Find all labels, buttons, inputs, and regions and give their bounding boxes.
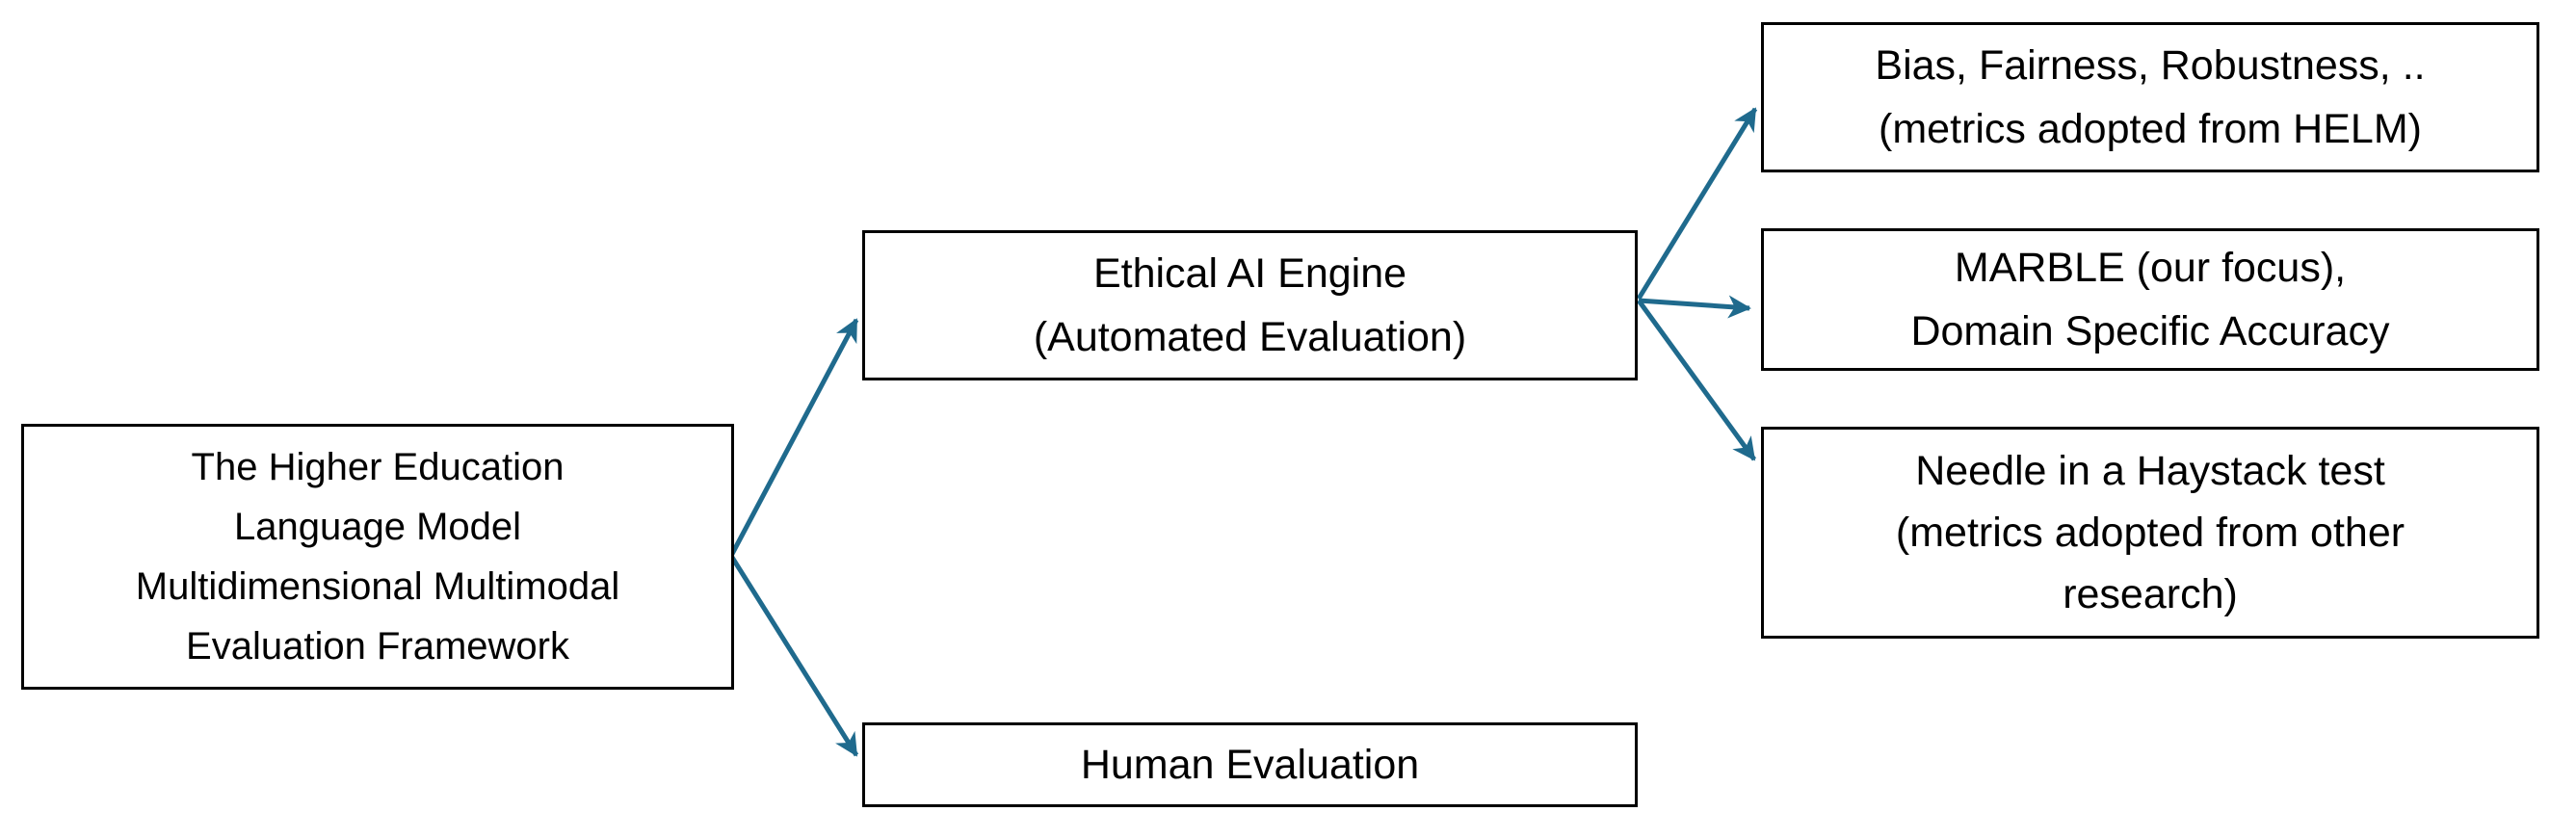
- ethical-ai-engine-box: Ethical AI Engine (Automated Evaluation): [862, 230, 1638, 380]
- arrow-root-to-ethical: [728, 318, 859, 558]
- needle-in-haystack-line: research): [2063, 571, 2238, 617]
- ethical-ai-engine-line: Ethical AI Engine: [1092, 250, 1407, 297]
- framework-root-line: Language Model: [233, 506, 522, 548]
- framework-root-line: Evaluation Framework: [186, 625, 569, 668]
- needle-in-haystack-box: Needle in a Haystack test (metrics adopt…: [1761, 427, 2539, 639]
- needle-in-haystack-line: Needle in a Haystack test: [1915, 448, 2385, 494]
- arrow-ethical-to-marble: [1638, 295, 1751, 319]
- arrow-root-to-human: [728, 554, 859, 757]
- arrow-ethical-to-helm: [1636, 107, 1758, 301]
- ethical-ai-engine-line: (Automated Evaluation): [1033, 314, 1467, 360]
- arrow-ethical-to-needle: [1636, 299, 1757, 461]
- framework-root-box: The Higher Education Language Model Mult…: [21, 424, 734, 690]
- bias-fairness-robustness-box: Bias, Fairness, Robustness, .. (metrics …: [1761, 22, 2539, 172]
- human-evaluation-box: Human Evaluation: [862, 722, 1638, 807]
- framework-root-line: The Higher Education: [191, 446, 565, 488]
- needle-in-haystack-line: (metrics adopted from other: [1895, 510, 2405, 556]
- framework-root-line: Multidimensional Multimodal: [135, 565, 620, 608]
- human-evaluation-line: Human Evaluation: [1080, 742, 1420, 788]
- bias-fairness-robustness-line: Bias, Fairness, Robustness, ..: [1875, 42, 2426, 89]
- marble-domain-accuracy-line: MARBLE (our focus),: [1954, 245, 2347, 291]
- marble-domain-accuracy-line: Domain Specific Accuracy: [1910, 308, 2390, 354]
- bias-fairness-robustness-line: (metrics adopted from HELM): [1879, 106, 2422, 152]
- marble-domain-accuracy-box: MARBLE (our focus), Domain Specific Accu…: [1761, 228, 2539, 371]
